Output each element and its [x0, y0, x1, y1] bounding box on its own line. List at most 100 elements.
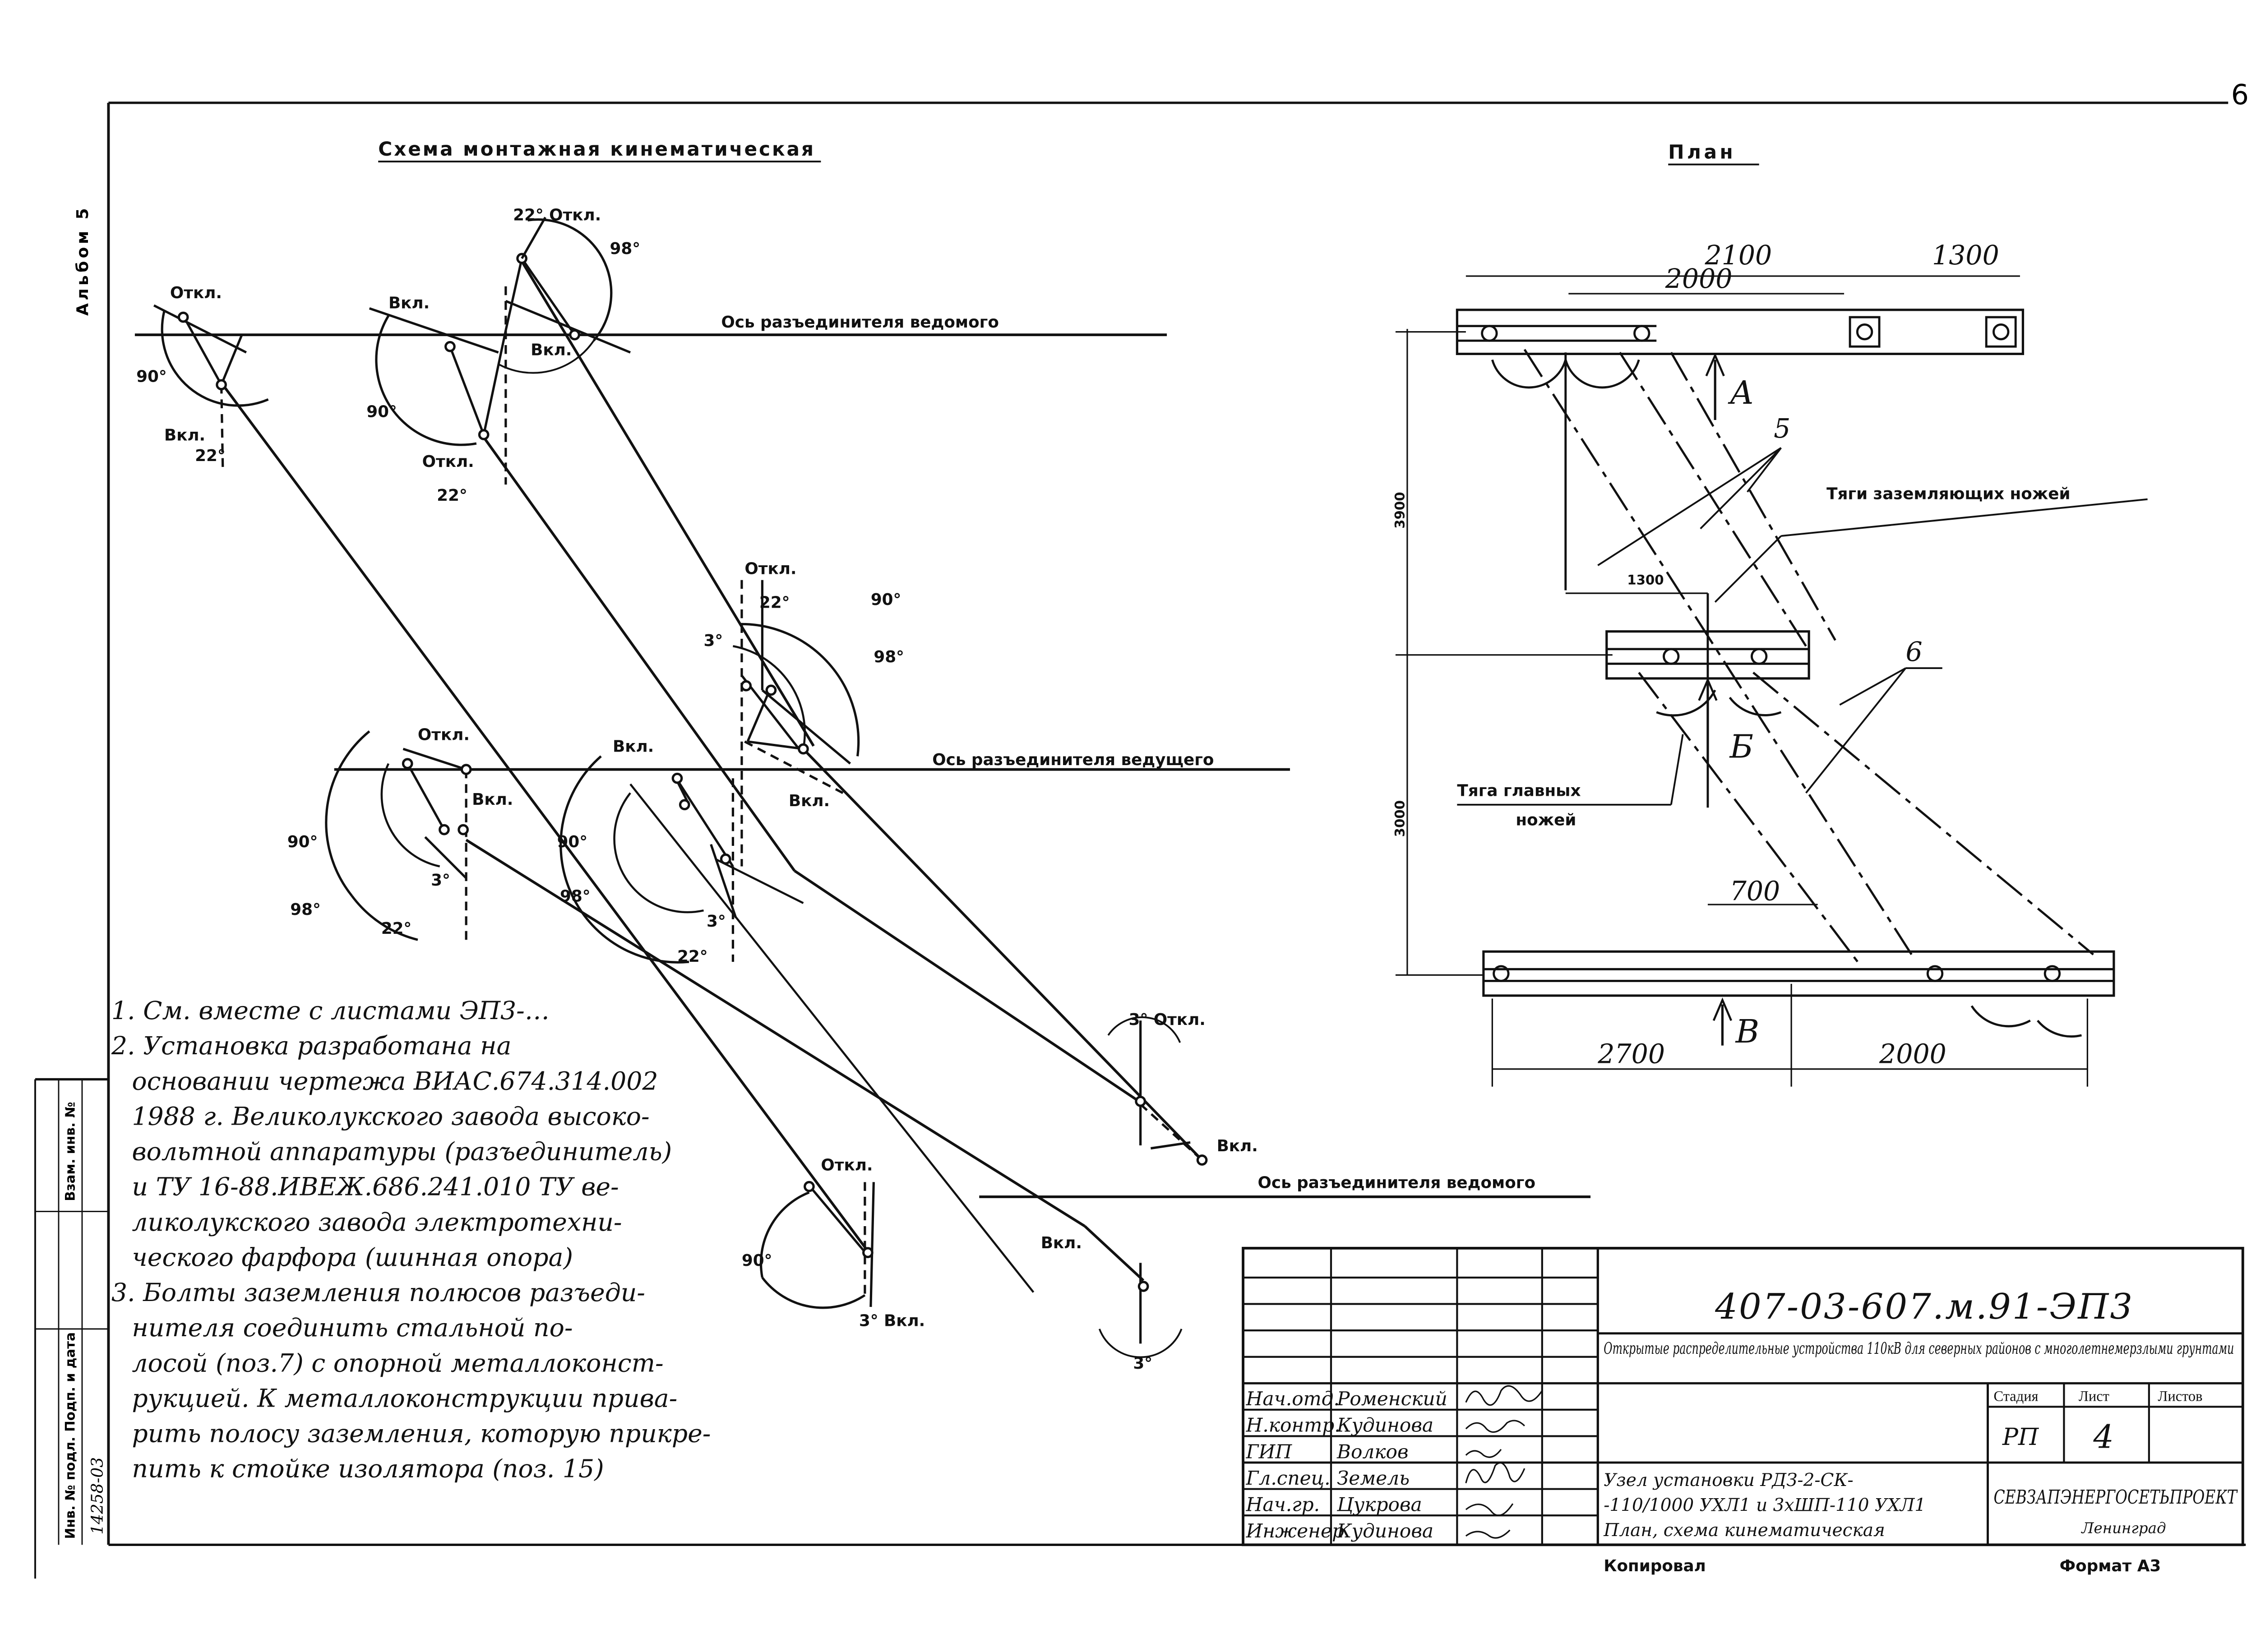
inv-value: 14258-03 [88, 1457, 106, 1535]
sheets-header: Листов [2158, 1388, 2202, 1404]
signer-role: Н.контр. [1246, 1414, 1341, 1436]
axis-label-driven-top: Ось разъединителя ведомого [721, 313, 999, 332]
sheet-no-value: 4 [2093, 1418, 2113, 1455]
side-stamp: Инв. № подл. Подп. и дата Взам. инв. № 1… [63, 1102, 107, 1539]
label-vkl: Вкл. [613, 738, 654, 756]
sheet-title-1: Узел установки РДЗ-2-СК- [1604, 1470, 1853, 1490]
doc-code: 407-03-607.м.91-ЭП3 [1715, 1287, 2134, 1327]
note-line: ческого фарфора (шинная опора) [132, 1243, 573, 1272]
axis-label-driven-bottom: Ось разъединителя ведомого [1258, 1173, 1535, 1192]
label-3: 3° [431, 871, 450, 890]
note-line: ликолукского завода электротехни- [132, 1208, 622, 1237]
dim-2700: 2700 [1597, 1039, 1665, 1070]
signer-name: Кудинова [1336, 1414, 1433, 1436]
note-line: нителя соединить стальной по- [132, 1314, 573, 1343]
label-90: 90° [136, 367, 167, 386]
view-label-v: В [1735, 1013, 1760, 1050]
kinematic-labels: Схема монтажная кинематическая Ось разъе… [136, 138, 1535, 1373]
sheet-header: Лист [2079, 1388, 2109, 1404]
label-22: 22° [677, 947, 708, 966]
kinematic-scheme [134, 217, 1591, 1358]
signer-name: Кудинова [1336, 1520, 1433, 1542]
axis-label-driving: Ось разъединителя ведущего [932, 751, 1214, 769]
label-otkl: Откл. [418, 726, 470, 744]
inv-orig-label: Инв. № подл. [63, 1437, 78, 1539]
dim-1300-mid: 1300 [1627, 572, 1664, 588]
label-22: 22° [437, 486, 467, 505]
stage-header: Стадия [1993, 1388, 2038, 1404]
label-90: 90° [366, 402, 397, 421]
label-otkl: Откл. [821, 1156, 873, 1174]
plan-labels: План 2100 1300 2000 700 2700 2000 А Б В … [1392, 141, 2070, 1070]
label-90: 90° [287, 833, 318, 851]
label-90: 90° [557, 833, 588, 851]
signer-name: Волков [1336, 1440, 1409, 1463]
label-vkl: Вкл. [1217, 1137, 1258, 1155]
inv-dup-label: Взам. инв. № [63, 1102, 78, 1201]
footer: Копировал Формат А3 [1604, 1557, 2161, 1575]
signer-role: Инженер [1246, 1520, 1344, 1542]
label-98: 98° [874, 648, 904, 666]
dim-2000-bottom: 2000 [1879, 1039, 1946, 1070]
album-label: Альбом 5 [74, 205, 92, 316]
copy-label: Копировал [1604, 1557, 1706, 1575]
org-name: СЕВЗАПЭНЕРГОСЕТЬПРОЕКТ [1993, 1486, 2238, 1508]
note-line: рить полосу заземления, которую прикре- [132, 1419, 711, 1448]
signer-role: Нач.гр. [1246, 1493, 1320, 1515]
view-label-b: Б [1729, 728, 1754, 766]
signer-name: Роменский [1336, 1388, 1447, 1410]
label-vkl: Вкл. [472, 790, 513, 809]
label-90: 90° [871, 591, 901, 609]
project-title: Открытые распределительные устройства 11… [1604, 1339, 2234, 1358]
signer-role: ГИП [1246, 1440, 1293, 1463]
label-3: 3° [1133, 1354, 1152, 1373]
label-98: 98° [290, 900, 321, 919]
label-vkl: Вкл. [388, 294, 430, 313]
label-otkl: Откл. [422, 452, 474, 471]
label-vkl: Вкл. [789, 792, 830, 810]
label-90: 90° [742, 1251, 772, 1270]
signer-name: Земель [1337, 1467, 1410, 1489]
dim-700: 700 [1730, 876, 1780, 906]
note-line: 1. См. вместе с листами ЭП3-… [111, 997, 550, 1025]
dim-3900: 3900 [1392, 492, 1407, 528]
label-otkl: Откл. [744, 560, 796, 578]
dim-2100: 2100 [1704, 240, 1772, 271]
main-rods-label-1: Тяга главных [1457, 781, 1581, 800]
label-3: 3° [703, 632, 723, 650]
label-otkl: Откл. [170, 284, 222, 302]
signer-role: Нач.отд. [1246, 1388, 1340, 1410]
label-3-otkl: 3° Откл. [1129, 1011, 1206, 1029]
note-line: 2. Установка разработана на [111, 1032, 511, 1061]
format-label: Формат А3 [2060, 1557, 2161, 1575]
pos-5-label: 5 [1774, 413, 1790, 444]
sign-date-label: Подп. и дата [63, 1332, 78, 1432]
signer-role: Гл.спец. [1246, 1467, 1331, 1489]
earth-rods-label: Тяги заземляющих ножей [1826, 485, 2070, 503]
label-98: 98° [610, 240, 641, 258]
title-block-text: 407-03-607.м.91-ЭП3 Открытые распределит… [1246, 1287, 2238, 1542]
note-line: основании чертежа ВИАС.674.314.002 [132, 1067, 658, 1096]
kinematic-title: Схема монтажная кинематическая [378, 138, 815, 160]
main-rods-label-2: ножей [1516, 811, 1576, 829]
signer-name: Цукрова [1336, 1493, 1422, 1515]
plan-view [1395, 275, 2148, 1087]
label-3-vkl: 3° Вкл. [859, 1311, 925, 1330]
label-22: 22° [381, 919, 412, 938]
label-vkl: Вкл. [531, 341, 572, 360]
view-label-a: А [1728, 374, 1754, 411]
plan-title: План [1668, 141, 1736, 163]
notes: 1. См. вместе с листами ЭП3-… 2. Установ… [111, 997, 711, 1484]
label-98: 98° [560, 887, 591, 906]
stage-value: РП [2002, 1424, 2039, 1451]
signatures [1465, 1385, 1543, 1539]
title-block [1242, 1246, 2244, 1546]
note-line: 1988 г. Великолукского завода высоко- [132, 1102, 649, 1131]
label-22-otkl: 22° Откл. [513, 206, 601, 224]
note-line: рукцией. К металлоконструкции прива- [132, 1384, 677, 1413]
sheet-title-2: -110/1000 УХЛ1 и 3хШП-110 УХЛ1 [1604, 1495, 1926, 1515]
dim-3000: 3000 [1392, 800, 1407, 837]
sheet-title-3: План, схема кинематическая [1603, 1520, 1885, 1541]
project-title-text: Открытые распределительные устройства 11… [1604, 1339, 2234, 1358]
